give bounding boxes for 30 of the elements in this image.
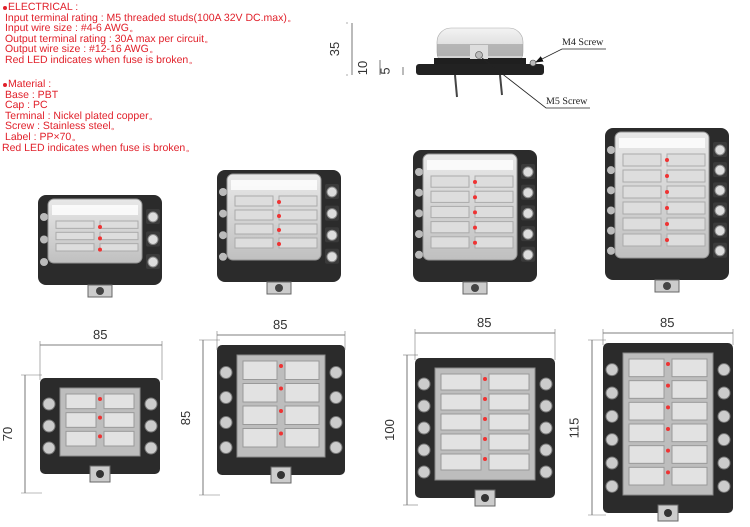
dimension-label: 85 bbox=[477, 316, 492, 330]
spec-text: Output terminal rating : 30A max per circuit。 bbox=[5, 34, 216, 45]
dimension-label: 85 bbox=[178, 410, 193, 425]
spec-text: Cap : PC bbox=[5, 100, 48, 112]
spec-text: Red LED indicates when fuse is broken。 bbox=[5, 55, 200, 66]
dimension-label: 5 bbox=[378, 67, 393, 75]
section-heading: ELECTRICAL : bbox=[8, 2, 78, 13]
dimension-label: 85 bbox=[93, 328, 108, 342]
callout-label: M5 Screw bbox=[546, 96, 588, 107]
spec-text: Terminal : Nickel plated copper。 bbox=[5, 110, 160, 122]
callout-label: M4 Screw bbox=[562, 37, 604, 48]
spec-text: Input terminal rating : M5 threaded studs(100A 32V DC.max)。 bbox=[5, 12, 298, 24]
section-heading: Material : bbox=[8, 79, 52, 90]
dimension-label: 35 bbox=[328, 42, 342, 56]
spec-text: Red LED indicates when fuse is broken。 bbox=[2, 142, 196, 154]
screw-head bbox=[530, 60, 536, 66]
dimension-label: 85 bbox=[660, 316, 674, 330]
spec-text: Label : PP×70。 bbox=[5, 132, 82, 143]
leader-line bbox=[482, 58, 590, 108]
dimension-label: 85 bbox=[273, 318, 288, 332]
leader-line bbox=[535, 48, 606, 62]
dimension-label: 115 bbox=[567, 417, 582, 438]
screw-head bbox=[475, 51, 483, 59]
dimension-label: 10 bbox=[356, 60, 370, 75]
spec-text: Base : PBT bbox=[5, 90, 58, 101]
dimension-label: 100 bbox=[382, 419, 397, 441]
spec-text: Output wire size : #12-16 AWG。 bbox=[5, 44, 160, 56]
spec-text: Input wire size : #4-6 AWG。 bbox=[5, 23, 140, 34]
spec-text: Screw : Stainless steel。 bbox=[5, 121, 122, 132]
dimension-label: 70 bbox=[0, 426, 15, 442]
